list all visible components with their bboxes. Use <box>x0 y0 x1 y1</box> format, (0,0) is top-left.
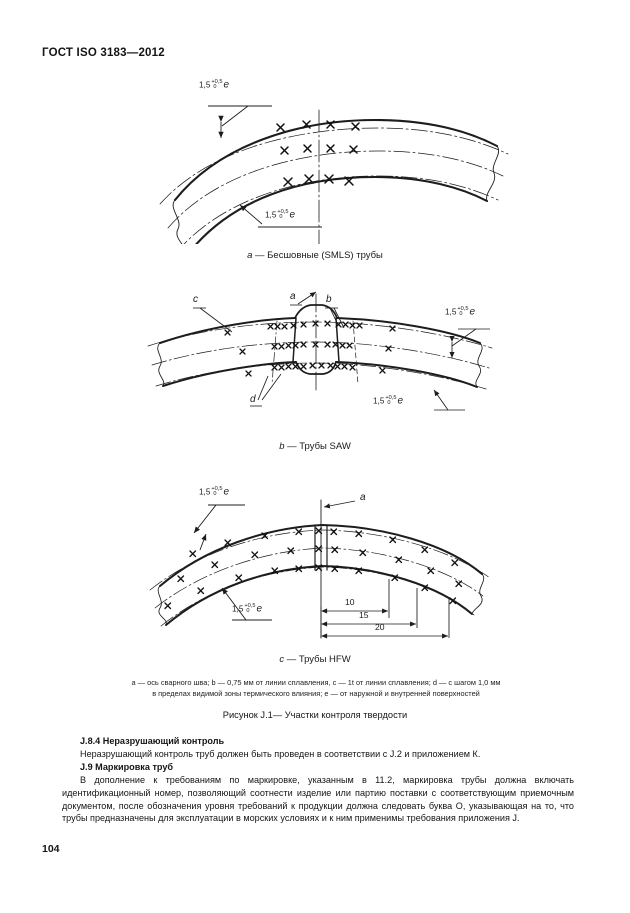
callout-value: 1,5 <box>199 80 211 90</box>
callout-symbol: e <box>289 209 295 221</box>
hardness-points-row-3 <box>164 564 457 610</box>
page-number: 104 <box>42 843 60 855</box>
caption-text: Бесшовные (SMLS) трубы <box>267 250 383 261</box>
figure-saw-caption: b — Трубы SAW <box>0 441 630 452</box>
leader-label-d: d <box>250 394 256 405</box>
caption-dash: — <box>286 654 297 665</box>
callout-symbol: e <box>469 306 475 318</box>
callout-upper: +0,5 <box>211 486 223 492</box>
callout-lower: 0 <box>279 214 283 221</box>
caption-label: a <box>247 250 253 261</box>
callout-upper: +0,5 <box>385 395 397 401</box>
caption-label: b <box>279 441 285 452</box>
hardness-points-row-2 <box>280 144 358 155</box>
hardness-points-row-2 <box>239 341 392 355</box>
callout-lower: 0 <box>213 84 217 91</box>
callout-upper: +0,5 <box>244 603 256 609</box>
dimension-15: 15 <box>359 610 369 620</box>
section-paragraph-j84: Неразрушающий контроль труб должен быть … <box>80 748 481 759</box>
hardness-points-row-2 <box>177 545 463 588</box>
legend-line-1: a — ось сварного шва; b — 0,75 мм от лин… <box>131 678 501 687</box>
figure-smls-drawing <box>159 105 509 244</box>
section-heading-j84: J.8.4 Неразрушающий контроль <box>80 736 225 746</box>
callout-upper: +0,5 <box>211 79 223 85</box>
hardness-points-row-1 <box>224 320 396 336</box>
callout-upper: +0,5 <box>277 209 289 215</box>
callout-upper: +0,5 <box>457 306 469 312</box>
dimension-20: 20 <box>375 622 385 632</box>
callout-value: 1,5 <box>373 396 385 406</box>
figure-hfw-caption: c — Трубы HFW <box>0 654 630 665</box>
callout-symbol: e <box>397 395 403 407</box>
figure-number-caption: Рисунок J.1— Участки контроля твердости <box>222 710 408 720</box>
hardness-points-row-1 <box>189 527 459 567</box>
callout-lower: 0 <box>387 400 391 407</box>
callout-value: 1,5 <box>265 210 277 220</box>
figure-hfw-drawing <box>149 499 491 639</box>
callout-symbol: e <box>256 603 262 615</box>
caption-text: Трубы HFW <box>298 654 351 665</box>
figure-saw-drawing <box>147 291 493 411</box>
caption-text: Трубы SAW <box>299 441 351 452</box>
figure-smls-caption: a — Бесшовные (SMLS) трубы <box>0 250 630 261</box>
callout-value: 1,5 <box>232 604 244 614</box>
leader-label-a: a <box>360 492 366 503</box>
leader-label-b: b <box>326 294 332 305</box>
caption-label: c <box>279 654 285 665</box>
hardness-points-row-3 <box>283 174 354 187</box>
caption-dash: — <box>255 250 265 261</box>
dimension-10: 10 <box>345 597 355 607</box>
standard-header: ГОСТ ISO 3183—2012 <box>42 47 165 59</box>
callout-value: 1,5 <box>445 307 457 317</box>
leader-label-c: c <box>193 294 198 305</box>
callout-symbol: e <box>223 79 229 91</box>
section-paragraph-j9: В дополнение к требованиям по маркировке… <box>62 774 574 824</box>
callout-lower: 0 <box>246 608 250 615</box>
callout-symbol: e <box>223 486 229 498</box>
hardness-points-row-1 <box>276 120 360 132</box>
section-heading-j9: J.9 Маркировка труб <box>80 761 174 772</box>
caption-dash: — <box>287 441 297 452</box>
hardness-points-row-3 <box>245 362 386 377</box>
figure-legend: a — ось сварного шва; b — 0,75 мм от лин… <box>46 678 586 699</box>
callout-lower: 0 <box>459 311 463 318</box>
callout-lower: 0 <box>213 491 217 498</box>
legend-line-2: в пределах видимой зоны термического вли… <box>152 688 480 698</box>
body-text: J.8.4 Неразрушающий контроль Неразрушающ… <box>62 735 574 825</box>
callout-value: 1,5 <box>199 487 211 497</box>
leader-label-a: a <box>290 291 296 302</box>
